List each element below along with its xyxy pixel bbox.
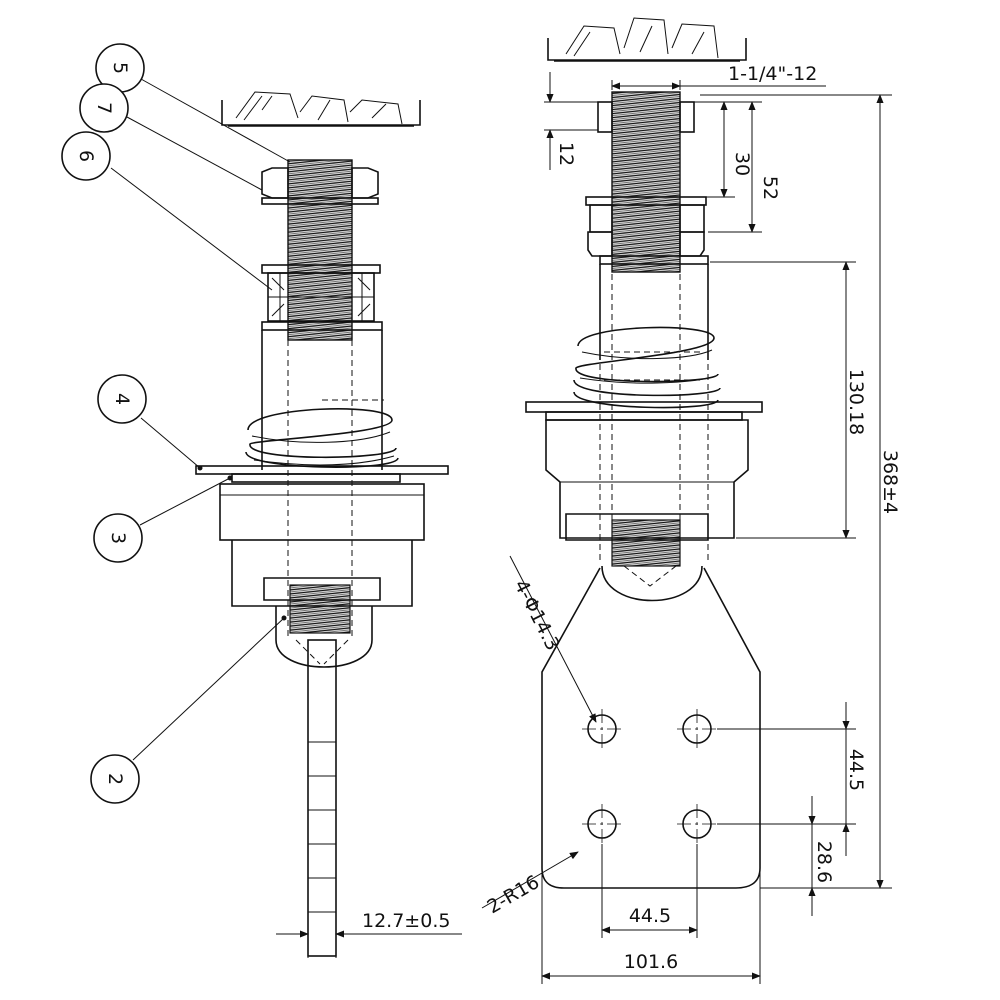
right-spring	[573, 326, 721, 409]
dim-28-label: 28.6	[813, 841, 835, 883]
left-body	[261, 321, 383, 470]
dim-44-vertical: 44.5	[717, 702, 867, 856]
dim-28: 28.6	[760, 796, 835, 916]
right-top-cap	[547, 17, 747, 62]
left-lower-nut	[261, 264, 381, 322]
dim-368: 368±4	[700, 94, 901, 889]
dim-101-label: 101.6	[624, 951, 678, 973]
right-body	[599, 264, 709, 360]
dim-52-label: 52	[759, 176, 781, 200]
callout-3	[93, 513, 143, 563]
left-housing	[219, 483, 425, 607]
callout-7	[79, 83, 129, 133]
left-threaded-rod	[287, 159, 353, 634]
dim-30: 30	[694, 101, 753, 198]
right-holes	[582, 709, 717, 844]
dim-12: 12	[544, 72, 598, 170]
left-upper-nut	[261, 167, 379, 205]
callout-3-label: 3	[107, 532, 129, 544]
dim-44-horizontal: 44.5	[601, 844, 698, 938]
dim-130: 130.18	[710, 261, 867, 539]
left-bracket	[275, 606, 373, 957]
dim-44-horizontal-label: 44.5	[629, 905, 671, 927]
right-plate	[525, 401, 763, 421]
dim-thickness: 12.7±0.5	[276, 910, 462, 958]
dim-holes-label: 4-Φ14.3	[510, 576, 564, 654]
right-threaded-rod	[611, 91, 681, 567]
right-top-nut	[597, 101, 695, 133]
dim-radius: 2-R16	[481, 851, 579, 918]
left-view: 5 7 6 4 3 2 12.7±0.5	[61, 43, 462, 958]
callout-5-label: 5	[109, 62, 131, 74]
callout-6-label: 6	[75, 150, 97, 162]
callout-7-label: 7	[93, 102, 115, 114]
dim-30-label: 30	[731, 152, 753, 176]
right-view: 1-1/4"-12 12 30 52 13	[481, 17, 901, 984]
callout-4-label: 4	[111, 393, 133, 405]
callout-2	[90, 754, 140, 804]
dim-52: 52	[708, 101, 781, 233]
left-spring	[245, 399, 399, 468]
dim-130-label: 130.18	[845, 369, 867, 435]
dim-thread-label: 1-1/4"-12	[728, 63, 817, 85]
dim-44-vertical-label: 44.5	[845, 749, 867, 791]
callout-4	[97, 374, 147, 424]
callout-2-label: 2	[104, 773, 126, 785]
left-top-cap	[221, 91, 421, 127]
left-hidden-lines	[287, 160, 353, 640]
right-bracket	[541, 264, 761, 889]
left-plate	[195, 465, 449, 483]
dim-holes: 4-Φ14.3	[510, 555, 597, 723]
dim-thread: 1-1/4"-12	[611, 63, 826, 90]
dim-101: 101.6	[541, 868, 761, 984]
dim-368-label: 368±4	[879, 450, 901, 514]
callout-6	[61, 131, 111, 181]
dim-thickness-label: 12.7±0.5	[362, 910, 450, 932]
left-callouts: 5 7 6 4 3 2	[61, 43, 291, 804]
right-nut-stack	[585, 196, 709, 265]
dim-radius-label: 2-R16	[484, 871, 544, 918]
dim-12-label: 12	[555, 142, 577, 166]
